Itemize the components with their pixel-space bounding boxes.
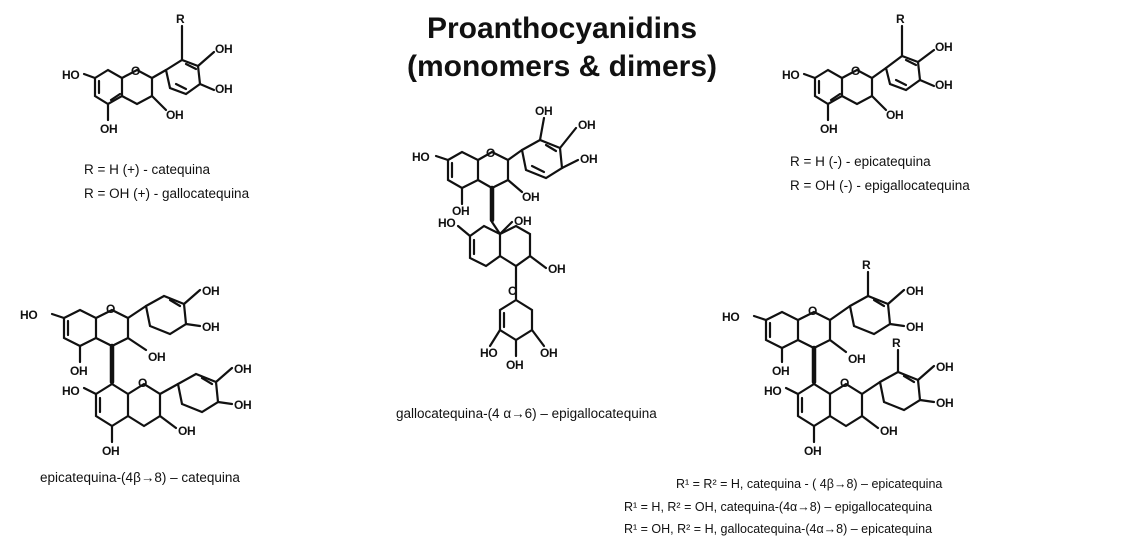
atom-oh: OH: [936, 396, 954, 410]
atom-ho: HO: [412, 150, 430, 164]
molecule-catechin: [82, 24, 216, 122]
atom-oh: OH: [906, 284, 924, 298]
caption-top-left-1: R = H (+) - catequina: [84, 162, 211, 177]
atom-oh: OH: [70, 364, 88, 378]
atom-ho: HO: [722, 310, 740, 324]
atom-o: O: [851, 64, 861, 78]
atom-o: O: [138, 376, 148, 390]
atom-oh: OH: [202, 284, 220, 298]
atom-oh: OH: [234, 398, 252, 412]
atom-ho: HO: [20, 308, 38, 322]
caption-bottom-right-3: R¹ = OH, R² = H, gallocatequina-(4α→8) –…: [624, 522, 933, 536]
atom-o: O: [508, 284, 518, 298]
caption-top-left-2: R = OH (+) - gallocatequina: [84, 186, 250, 201]
atom-o: O: [106, 302, 116, 316]
atom-ho: HO: [438, 216, 456, 230]
atom-oh: OH: [880, 424, 898, 438]
atom-o: O: [840, 376, 850, 390]
caption-bottom-right-1: R¹ = R² = H, catequina - ( 4β→8) – epica…: [676, 477, 943, 491]
atom-oh: OH: [102, 444, 120, 458]
caption-center: gallocatequina-(4 α→6) – epigallocatequi…: [396, 406, 657, 421]
atom-oh: OH: [522, 190, 540, 204]
atom-oh: OH: [906, 320, 924, 334]
atom-oh: OH: [215, 42, 233, 56]
atom-oh: OH: [580, 152, 598, 166]
diagram-title: Proanthocyanidins (monomers & dimers): [372, 10, 752, 86]
atom-oh: OH: [935, 40, 953, 54]
atom-oh: OH: [820, 122, 838, 136]
atom-oh: OH: [178, 424, 196, 438]
atom-oh: OH: [578, 118, 596, 132]
atom-oh: OH: [548, 262, 566, 276]
atom-oh: OH: [804, 444, 822, 458]
title-line-1: Proanthocyanidins: [426, 12, 698, 45]
atom-oh: OH: [452, 204, 470, 218]
atom-o: O: [808, 304, 818, 318]
atom-oh: OH: [234, 362, 252, 376]
atom-ho: HO: [62, 384, 80, 398]
atom-oh: OH: [848, 352, 866, 366]
atom-r: R: [862, 258, 871, 272]
atom-oh: OH: [540, 346, 558, 360]
molecule-bottom-left-dimer: [50, 288, 234, 444]
atom-oh: OH: [148, 350, 166, 364]
caption-top-right-1: R = H (-) - epicatequina: [790, 154, 931, 169]
atom-oh: OH: [936, 360, 954, 374]
molecule-epicatechin: [802, 24, 936, 122]
atom-oh: OH: [215, 82, 233, 96]
atom-o: O: [486, 146, 496, 160]
atom-r: R: [896, 12, 905, 26]
caption-bottom-left: epicatequina-(4β→8) – catequina: [40, 470, 240, 485]
molecule-center-dimer: [434, 116, 580, 358]
atom-oh: OH: [772, 364, 790, 378]
atom-oh: OH: [514, 214, 532, 228]
atom-o: O: [131, 64, 141, 78]
atom-ho: HO: [480, 346, 498, 360]
atom-ho: HO: [764, 384, 782, 398]
atom-oh: OH: [202, 320, 220, 334]
atom-oh: OH: [935, 78, 953, 92]
atom-r: R: [892, 336, 901, 350]
caption-top-right-2: R = OH (-) - epigallocatequina: [790, 178, 970, 193]
atom-r: R: [176, 12, 185, 26]
atom-oh: OH: [506, 358, 524, 372]
atom-ho: HO: [782, 68, 800, 82]
atom-oh: OH: [886, 108, 904, 122]
caption-bottom-right-2: R¹ = H, R² = OH, catequina-(4α→8) – epig…: [624, 500, 933, 514]
molecule-bottom-right-dimer: [752, 270, 936, 444]
atom-ho: HO: [62, 68, 80, 82]
atom-oh: OH: [166, 108, 184, 122]
atom-oh: OH: [535, 104, 553, 118]
atom-oh: OH: [100, 122, 118, 136]
title-line-2: (monomers & dimers): [406, 50, 718, 83]
